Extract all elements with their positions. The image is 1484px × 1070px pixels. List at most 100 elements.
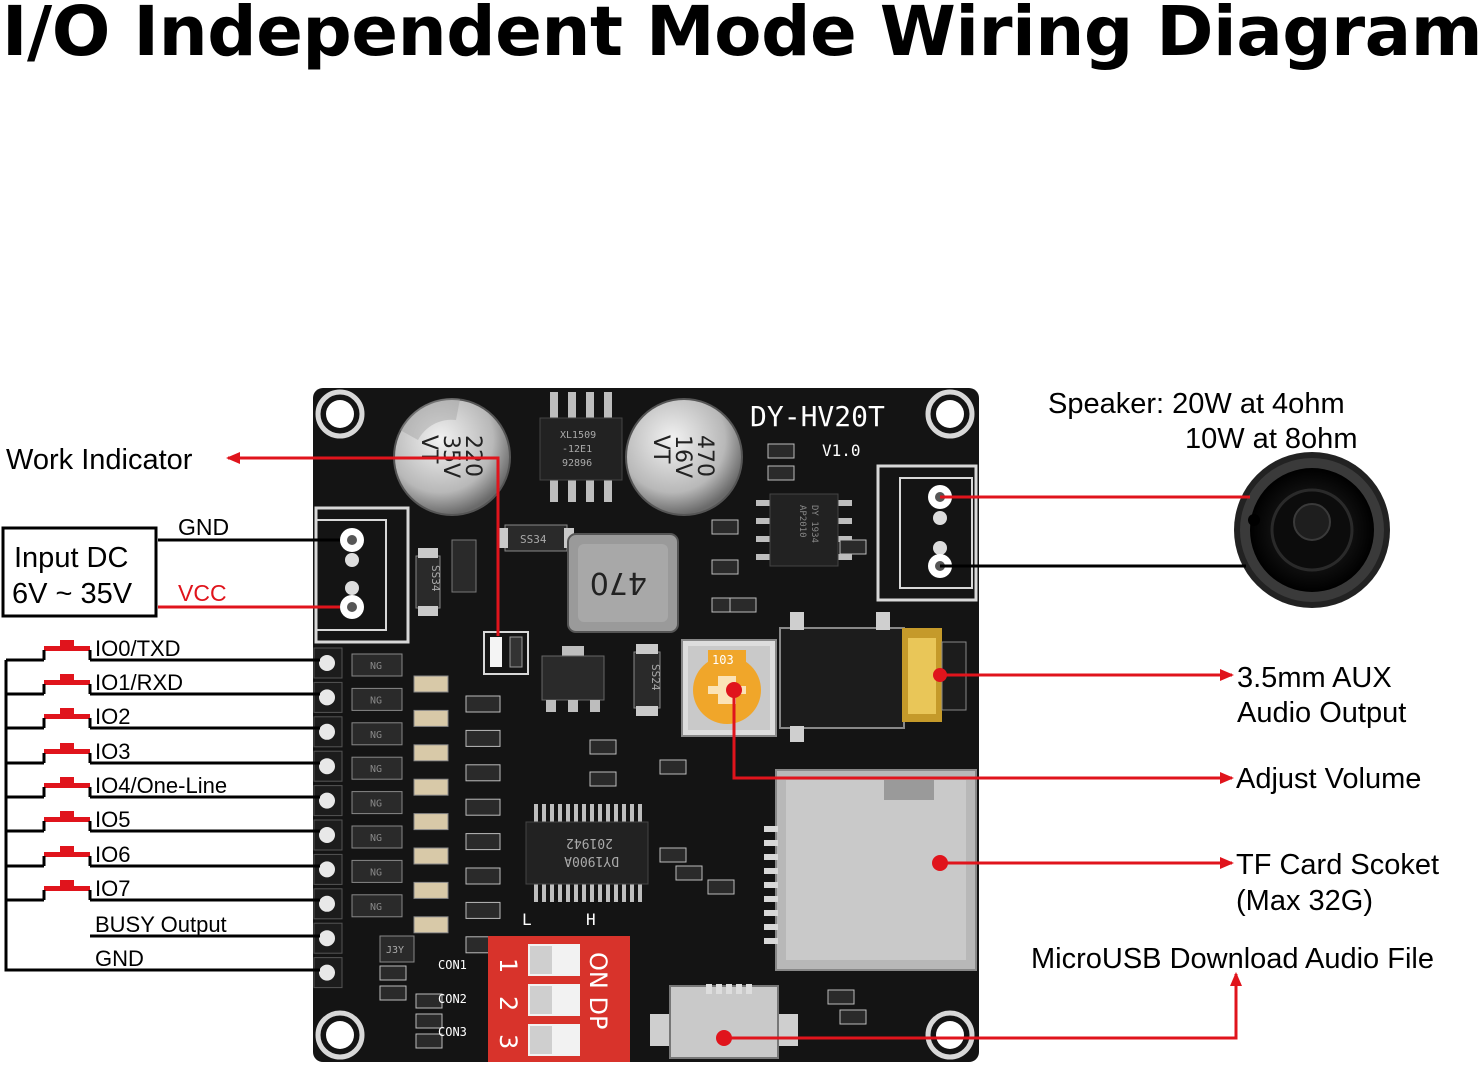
smd-capacitor bbox=[413, 813, 449, 831]
regulator-line1: XL1509 bbox=[560, 430, 596, 441]
chip-pin bbox=[550, 884, 554, 902]
io-label: IO1/RXD bbox=[95, 670, 183, 695]
smd-part bbox=[659, 759, 687, 775]
transistor-j3y: J3Y bbox=[379, 935, 415, 963]
power-terminal bbox=[314, 506, 410, 644]
smd-part bbox=[711, 519, 739, 535]
amp-chip: AP2010 DY 1934 bbox=[756, 493, 852, 567]
smd-part bbox=[379, 985, 407, 1001]
chip-pin bbox=[622, 804, 626, 822]
smd-part bbox=[711, 559, 739, 575]
chip-pin bbox=[598, 804, 602, 822]
push-button-icon bbox=[44, 817, 90, 822]
speaker-label-line2: 10W at 8ohm bbox=[1185, 423, 1357, 455]
smd-part bbox=[415, 993, 443, 1009]
tf-label-line2: (Max 32G) bbox=[1236, 885, 1373, 917]
smd-capacitor bbox=[413, 744, 449, 762]
usb-label: MicroUSB Download Audio File bbox=[1031, 943, 1434, 975]
push-button-cap bbox=[60, 743, 74, 751]
tf-pin bbox=[764, 938, 778, 944]
smd-capacitor bbox=[413, 916, 449, 934]
capacitor-470uf: 470 16V VT bbox=[625, 398, 743, 516]
pcb-board: DY-HV20T V1.0 220 35V VT 470 16V VT bbox=[313, 388, 979, 1062]
input-dc-box bbox=[1, 526, 158, 618]
push-button-cap bbox=[60, 640, 74, 648]
push-button-cap bbox=[60, 674, 74, 682]
tf-pin bbox=[764, 826, 778, 832]
header-pin bbox=[319, 895, 335, 912]
smd-resistor bbox=[465, 798, 501, 816]
smd-part bbox=[729, 597, 757, 613]
con1-label: CON1 bbox=[438, 958, 467, 972]
transistor-text: J3Y bbox=[386, 945, 404, 956]
speaker-label-line1: Speaker: 20W at 4ohm bbox=[1048, 388, 1345, 420]
io-label: IO4/One-Line bbox=[95, 773, 227, 798]
tf-card-socket bbox=[764, 769, 977, 971]
cap-left-line3: VT bbox=[416, 435, 441, 464]
main-chip-line2: 201942 bbox=[566, 835, 613, 850]
ng-transistor bbox=[351, 687, 403, 711]
dip-number-2: 2 bbox=[494, 996, 522, 1011]
ng-transistor-mark: NG bbox=[370, 867, 382, 878]
header-pin bbox=[319, 792, 335, 809]
smd-part bbox=[675, 865, 703, 881]
chip-pin bbox=[574, 804, 578, 822]
ng-transistor bbox=[351, 756, 403, 780]
ng-transistor-mark: NG bbox=[370, 730, 382, 741]
smd-part bbox=[839, 539, 867, 555]
ng-transistor bbox=[351, 859, 403, 883]
ng-transistor-mark: NG bbox=[370, 799, 382, 810]
push-button-cap bbox=[60, 811, 74, 819]
push-button-cap bbox=[60, 846, 74, 854]
input-dc-line1: Input DC bbox=[14, 542, 128, 574]
ng-transistor bbox=[351, 825, 403, 849]
con3-label: CON3 bbox=[438, 1025, 467, 1039]
dip-switch: ON DP 1 2 3 bbox=[488, 936, 630, 1062]
gnd-top-label: GND bbox=[178, 514, 229, 540]
busy-output-label: BUSY Output bbox=[95, 912, 227, 937]
io-label: IO2 bbox=[95, 704, 130, 729]
smd-capacitor bbox=[413, 847, 449, 865]
header-pin bbox=[319, 930, 335, 947]
diode-right-text: SS24 bbox=[649, 664, 662, 691]
tf-pin bbox=[764, 854, 778, 860]
smd-part bbox=[839, 1009, 867, 1025]
smd-part bbox=[415, 1033, 443, 1049]
chip-pin bbox=[630, 804, 634, 822]
smd-capacitor bbox=[413, 709, 449, 727]
smd-resistor bbox=[465, 764, 501, 782]
ng-transistor-mark: NG bbox=[370, 695, 382, 706]
header-pin-frame bbox=[313, 750, 343, 782]
smd-capacitor bbox=[413, 675, 449, 693]
cap-right-line1: 470 bbox=[692, 435, 717, 477]
ng-transistor-mark: NG bbox=[370, 764, 382, 775]
tf-pin bbox=[764, 896, 778, 902]
smd-part bbox=[767, 465, 795, 481]
chip-pin bbox=[622, 884, 626, 902]
smd-resistor bbox=[465, 901, 501, 919]
work-indicator-led bbox=[483, 631, 529, 675]
push-button-icon bbox=[44, 886, 90, 891]
diode-top: SS34 bbox=[498, 524, 574, 552]
header-pin bbox=[319, 655, 335, 671]
chip-pin bbox=[566, 884, 570, 902]
dip-on-text: ON DP bbox=[584, 952, 612, 1029]
chip-pin bbox=[574, 884, 578, 902]
smd-capacitor bbox=[413, 778, 449, 796]
smd-capacitor bbox=[413, 881, 449, 899]
ng-transistor bbox=[351, 722, 403, 746]
pot-text: 103 bbox=[712, 653, 734, 667]
header-pin-frame bbox=[313, 922, 343, 954]
ng-transistor bbox=[351, 791, 403, 815]
smd-part bbox=[589, 771, 617, 787]
chip-pin bbox=[542, 884, 546, 902]
smd-resistors bbox=[379, 443, 867, 1049]
chip-pin bbox=[590, 804, 594, 822]
io-label: IO6 bbox=[95, 842, 130, 867]
dip-number-1: 1 bbox=[494, 958, 522, 973]
diode-mid: SS34 bbox=[415, 539, 477, 616]
push-button-cap bbox=[60, 777, 74, 785]
aux-jack bbox=[779, 612, 967, 742]
io-label: IO0/TXD bbox=[95, 636, 181, 661]
